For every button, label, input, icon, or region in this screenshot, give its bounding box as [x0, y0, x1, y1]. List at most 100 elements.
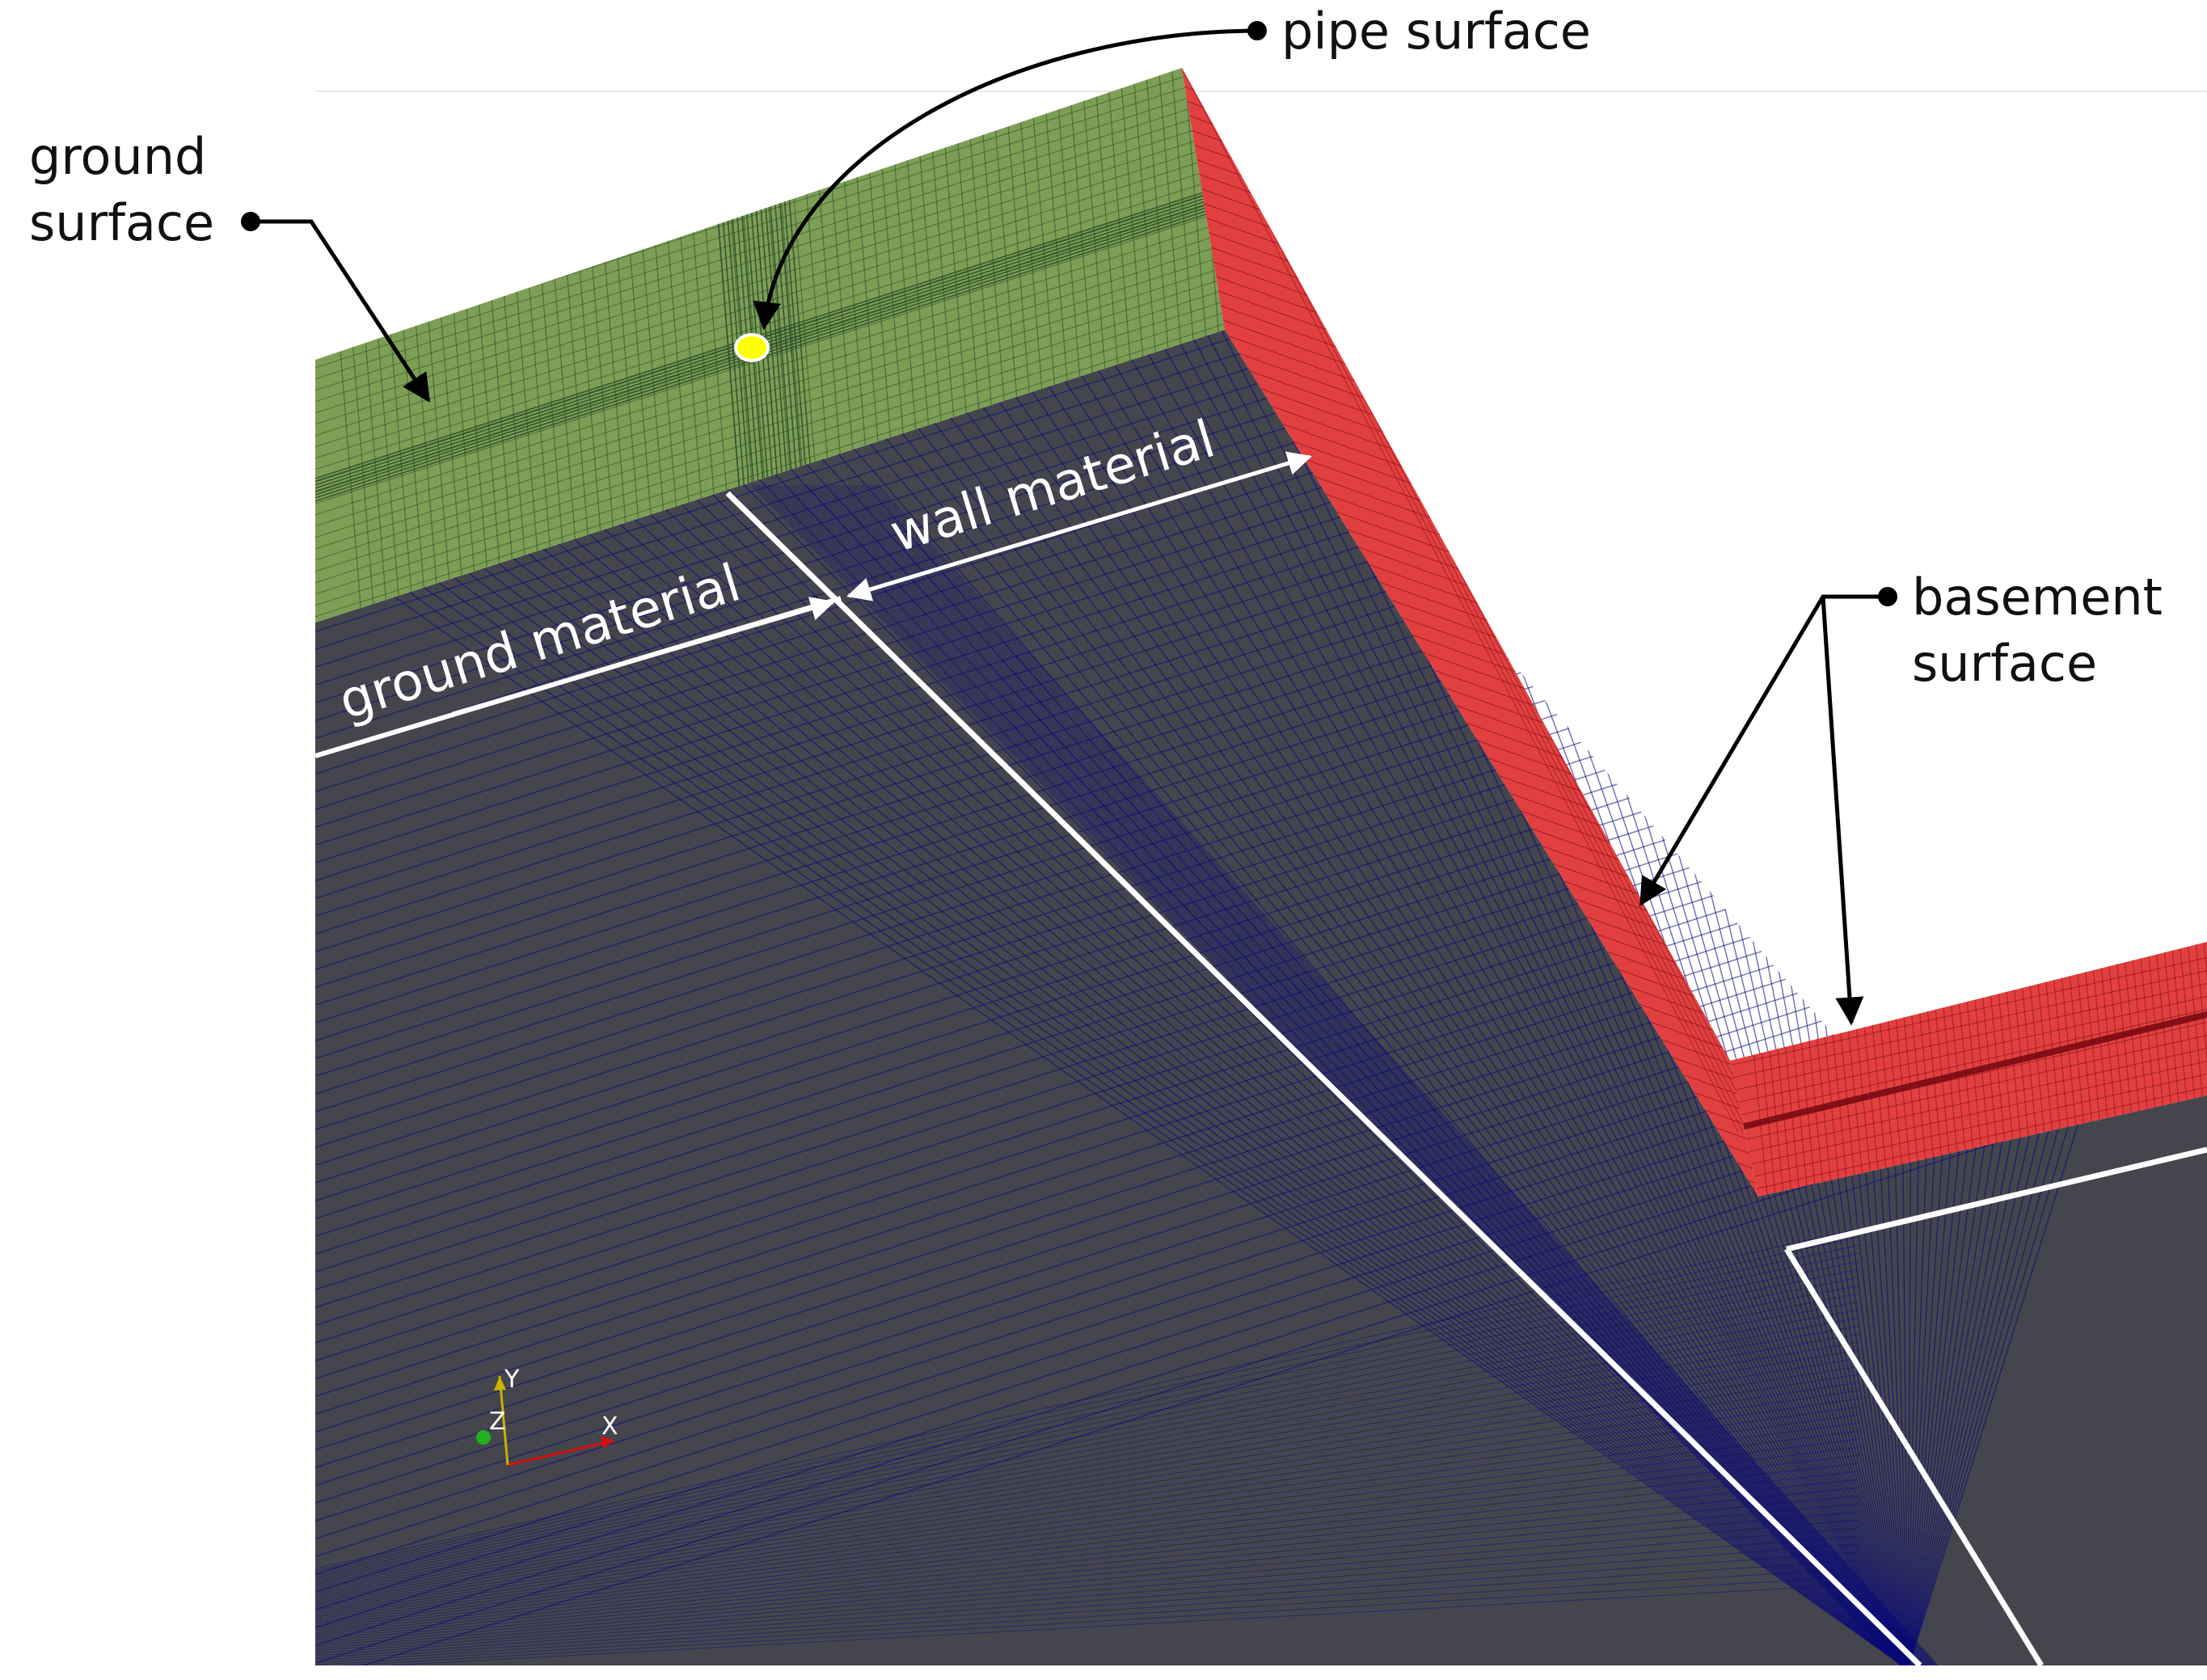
mesh-line: [1182, 68, 1739, 1133]
z-axis-label: Z: [489, 1408, 506, 1436]
x-axis-label: X: [601, 1412, 618, 1441]
mesh-line: [315, 1236, 1860, 1588]
mesh-line: [315, 484, 1909, 1665]
x-axis-arrowhead: [601, 1436, 614, 1449]
ground-surface-label: ground surface: [29, 127, 222, 252]
mesh-line: [1215, 319, 1909, 1665]
z-axis-marker: [476, 1430, 491, 1445]
mesh-line: [315, 1057, 2207, 1665]
mesh-line: [315, 1576, 1860, 1665]
mesh-line: [315, 266, 1225, 575]
mesh-line: [536, 429, 1909, 1665]
mesh-line: [2190, 942, 2207, 1197]
mesh-line: [315, 1341, 1860, 1614]
mesh-line: [864, 484, 1935, 1665]
mesh-line: [1234, 323, 1909, 1665]
mesh-line: [315, 1390, 1860, 1626]
mesh-line: [315, 311, 1225, 620]
mesh-line: [315, 477, 1909, 1665]
mesh-line: [315, 1551, 1860, 1665]
mesh-line: [665, 403, 1909, 1665]
orientation-axes: X Y Z: [476, 1366, 618, 1467]
mesh-line: [877, 484, 1939, 1665]
pipe-marker: [734, 333, 770, 362]
mesh-line: [315, 1463, 1860, 1644]
mesh-line: [790, 484, 1912, 1665]
mesh-line: [1730, 1070, 2207, 1184]
basement-surface-leader-1: [1639, 594, 1888, 907]
mesh-line: [315, 179, 1225, 488]
mesh-line: [315, 1260, 1860, 1593]
mesh-line: [480, 441, 1909, 1665]
mesh-line: [315, 68, 1225, 371]
mesh-line: [842, 484, 1928, 1665]
mesh-line: [315, 277, 1225, 586]
mesh-line: [1730, 1083, 2207, 1197]
mesh-line: [825, 484, 1923, 1665]
mesh-line: [315, 1454, 1860, 1642]
mesh-line: [848, 484, 1930, 1665]
mesh-line: [315, 198, 1225, 507]
ground-surface-label-line2: surface: [29, 193, 214, 252]
mesh-line: [315, 1228, 1860, 1585]
y-axis-label: Y: [504, 1366, 520, 1394]
mesh-line: [867, 484, 1935, 1665]
mesh-line: [315, 1422, 1860, 1634]
mesh-line: [315, 209, 1225, 518]
mesh-line: [315, 1560, 1860, 1665]
y-axis-arrowhead: [494, 1376, 506, 1391]
mesh-line: [2198, 942, 2207, 1197]
mesh-line: [315, 1382, 1860, 1624]
mesh-line: [554, 426, 1909, 1665]
mesh-line: [1197, 316, 1909, 1665]
mesh-line: [1730, 966, 2207, 1081]
material-interface-line: [725, 491, 1922, 1668]
mesh-line: [315, 186, 1225, 495]
mesh-line: [315, 488, 1909, 1665]
mesh-line: [855, 484, 1931, 1665]
mesh-line: [803, 484, 1916, 1665]
mesh-line: [315, 1495, 1860, 1653]
ground-surface-leader: [251, 219, 431, 403]
mesh-line: [315, 141, 1225, 450]
basement-surface-label-line1: basement: [1912, 568, 2163, 627]
mesh-line: [767, 484, 1905, 1665]
mesh-line: [315, 192, 1225, 501]
mesh-line: [389, 459, 1909, 1665]
mesh-line: [517, 433, 1909, 1665]
mesh-line: [315, 1406, 1860, 1630]
mesh-line: [861, 484, 1934, 1665]
mesh-line: [610, 415, 1909, 1665]
x-axis-line: [507, 1439, 615, 1467]
mesh-line: [315, 1543, 1860, 1665]
mesh-line: [425, 452, 1909, 1665]
mesh-line: [819, 484, 1921, 1665]
mesh-line: [315, 1325, 1860, 1610]
mesh-line: [315, 130, 1225, 439]
mesh-line: [315, 255, 1225, 564]
mesh-line: [871, 484, 1936, 1665]
pipe-surface-label: pipe surface: [1281, 2, 1591, 61]
mesh-line: [754, 484, 1901, 1665]
mesh-line: [1730, 1005, 2207, 1120]
mesh-line: [812, 484, 1919, 1665]
mesh-line: [315, 1333, 1860, 1612]
mesh-line: [315, 1503, 1860, 1654]
mesh-line: [572, 422, 1909, 1665]
mesh-line: [315, 1252, 1860, 1592]
mesh-line: [315, 1301, 1860, 1604]
mesh-line: [315, 119, 1225, 428]
mesh-line: [1730, 979, 2207, 1094]
mesh-line: [315, 1268, 1860, 1596]
mesh-line: [757, 484, 1902, 1665]
ground-material-arrow: [452, 597, 835, 716]
mesh-line: [315, 1527, 1860, 1661]
mesh-line: [761, 484, 1904, 1665]
mesh-line: [315, 1309, 1860, 1606]
mesh-line: [315, 187, 1225, 496]
mesh-line: [591, 419, 1909, 1665]
mesh-line: [1186, 68, 1744, 1133]
mesh-line: [838, 484, 1926, 1665]
mesh-line: [835, 484, 1926, 1665]
